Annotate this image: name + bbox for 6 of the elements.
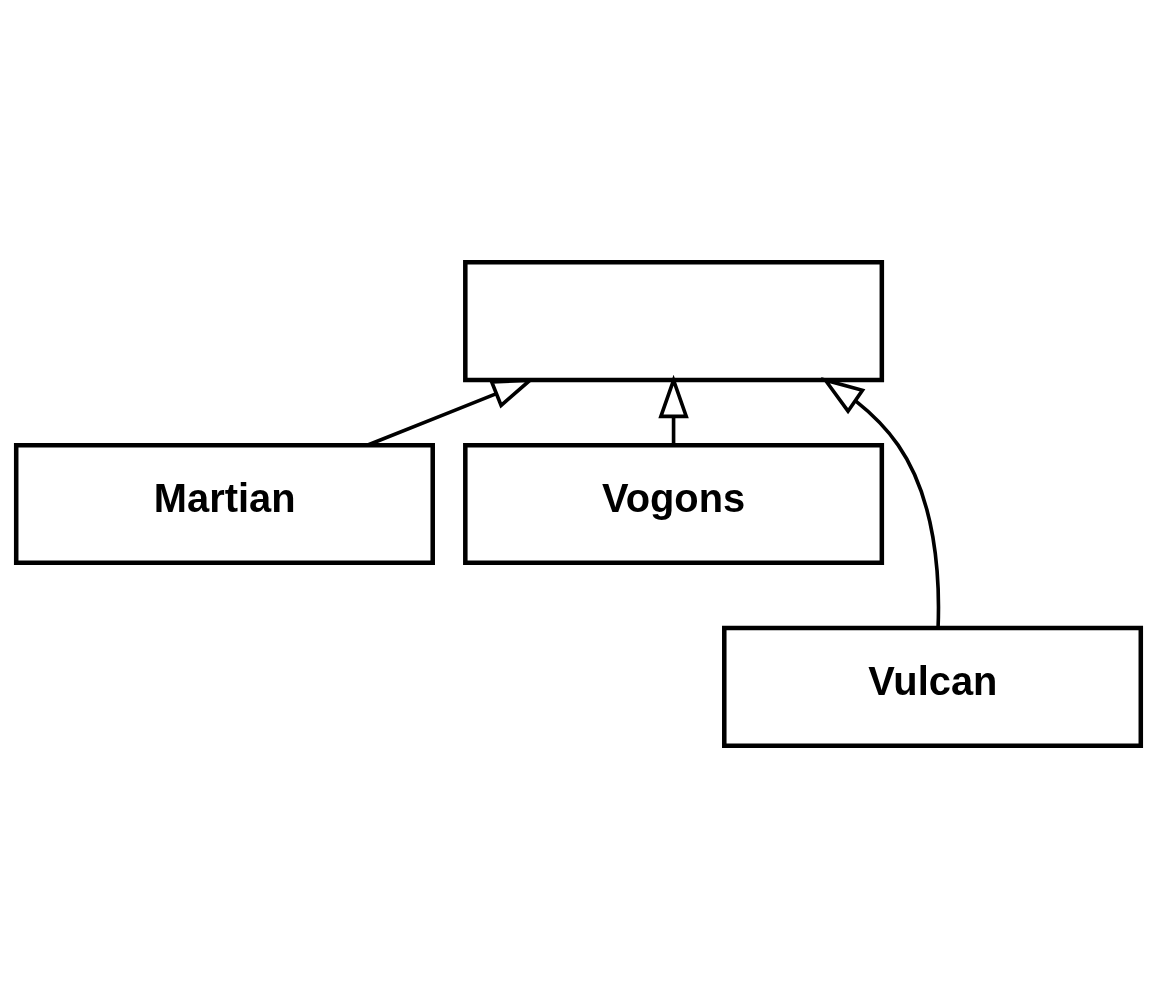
arrow [658,374,689,445]
node-box: Vulcan [722,625,1144,748]
node-box: Vogons [463,442,885,565]
arrow [820,376,941,628]
node-box: Martian [13,442,435,565]
node-box [463,259,885,382]
